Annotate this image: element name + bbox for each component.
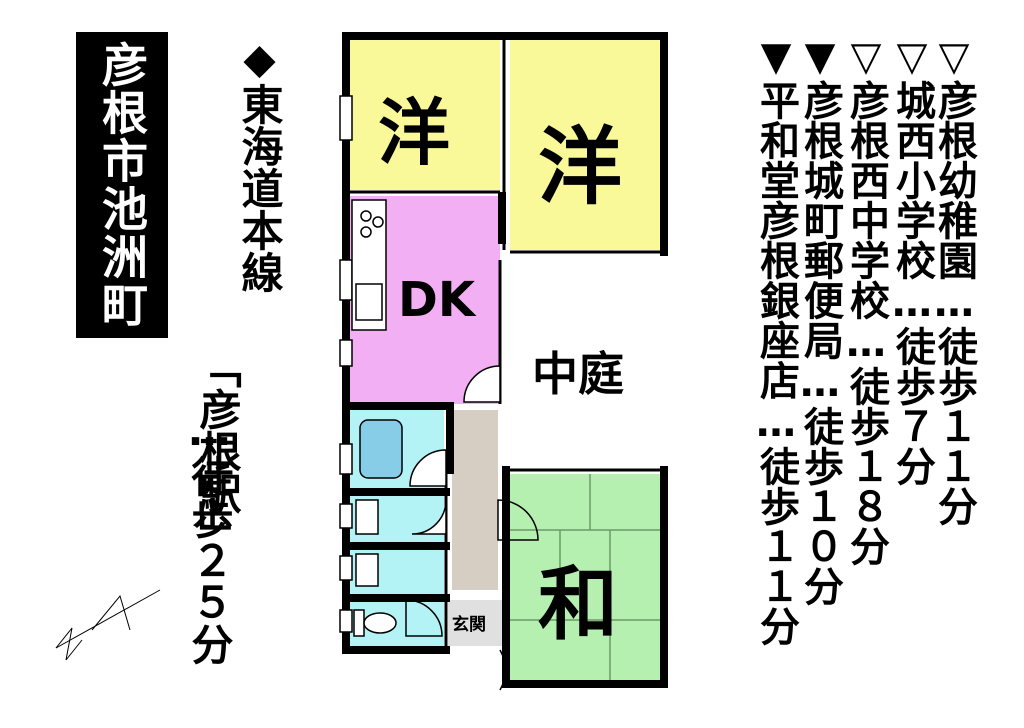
entrance-label: 玄関 <box>452 615 486 635</box>
stove-icon <box>360 210 384 238</box>
dk-label: DK <box>398 272 476 328</box>
address-box: 彦根市池洲町 <box>76 32 168 338</box>
nearby-elementary: ▽城西小学校…徒歩７分 <box>889 34 935 486</box>
station-walk: …徒歩２５分 <box>185 406 234 665</box>
washbasin-icon <box>355 499 379 535</box>
western-room-2 <box>510 40 660 250</box>
courtyard-label: 中庭 <box>532 347 624 401</box>
kitchen-sink-icon <box>355 283 383 321</box>
western-room-1 <box>350 40 500 190</box>
nearby-kindergarten: ▽彦根幼稚園…徒歩１１分 <box>931 34 977 526</box>
station-name: 「彦根駅」 <box>193 346 242 556</box>
bathtub-icon <box>359 419 403 479</box>
toilet-icon <box>353 609 397 637</box>
address-text: 彦根市池洲町 <box>95 41 149 329</box>
western-room-1-label: 洋 <box>378 91 451 175</box>
north-arrow-icon <box>55 589 161 661</box>
nearby-junior-high: ▽彦根西中学校…徒歩１８分 <box>843 34 889 566</box>
station-line: ◆東海道本線 <box>235 34 284 293</box>
western-room-2-label: 洋 <box>538 118 623 216</box>
nearby-supermarket: ▼平和堂彦根銀座店…徒歩１１分 <box>753 34 799 646</box>
entrance-area <box>448 600 502 646</box>
nearby-post-office: ▼彦根城町郵便局…徒歩１０分 <box>797 34 843 606</box>
sink-icon <box>355 553 379 587</box>
kitchen-counter <box>351 199 387 331</box>
hallway <box>452 410 498 590</box>
japanese-room <box>510 474 660 680</box>
japanese-room-label: 和 <box>538 558 618 651</box>
